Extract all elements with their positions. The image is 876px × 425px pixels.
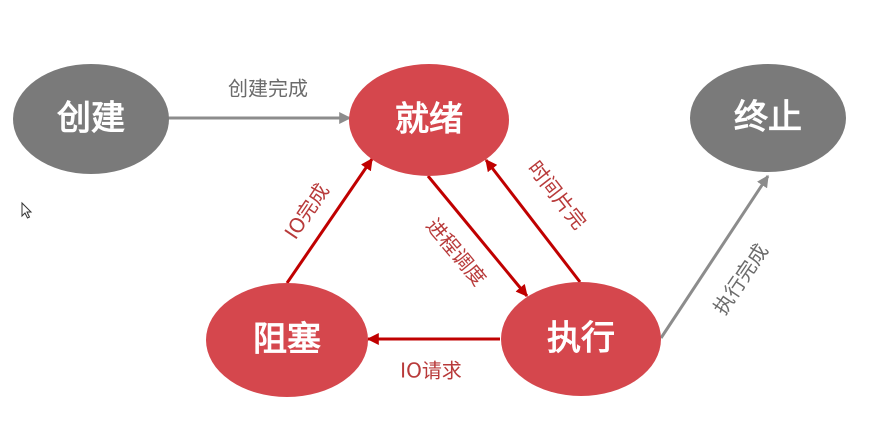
node-terminate-label: 终止 bbox=[734, 98, 802, 138]
node-create: 创建 bbox=[13, 64, 169, 174]
edge-ready-to-running bbox=[426, 175, 529, 297]
node-running: 执行 bbox=[501, 282, 661, 396]
node-running-label: 执行 bbox=[547, 319, 615, 359]
node-blocked-label: 阻塞 bbox=[253, 320, 321, 360]
edge-label-blocked-to-ready: IO完成 bbox=[280, 179, 334, 244]
edge-label-running-to-blocked: IO请求 bbox=[400, 359, 462, 383]
node-ready-label: 就绪 bbox=[395, 100, 463, 140]
edge-label-create-to-ready: 创建完成 bbox=[228, 77, 308, 101]
node-blocked: 阻塞 bbox=[206, 283, 368, 397]
edge-running-to-terminate bbox=[659, 174, 770, 339]
edge-running-to-ready bbox=[484, 159, 582, 283]
node-create-label: 创建 bbox=[56, 99, 125, 139]
node-terminate: 终止 bbox=[690, 64, 846, 172]
node-ready: 就绪 bbox=[349, 64, 509, 176]
edge-blocked-to-ready bbox=[285, 158, 374, 284]
mouse-pointer-icon bbox=[21, 201, 33, 219]
edge-label-ready-to-running: 进程调度 bbox=[421, 214, 491, 291]
